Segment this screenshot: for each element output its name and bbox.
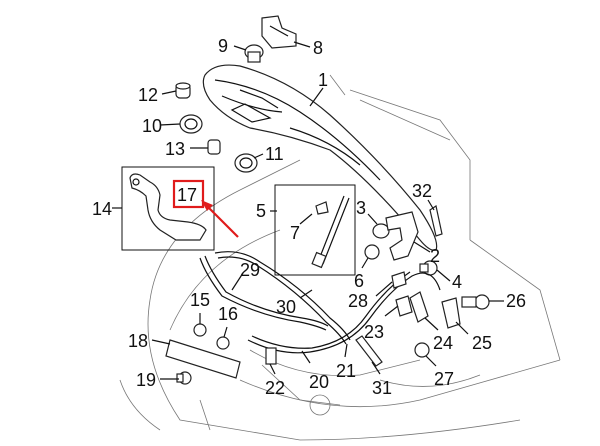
part-19-bolt bbox=[176, 371, 192, 385]
callout-14: 14 bbox=[92, 199, 112, 219]
callout-32: 32 bbox=[412, 181, 432, 201]
leader-lines bbox=[112, 41, 504, 380]
part-3-bumper bbox=[372, 223, 390, 239]
callout-12: 12 bbox=[138, 85, 158, 105]
part-5-box bbox=[274, 184, 356, 276]
part-14-box bbox=[121, 166, 215, 251]
callout-31: 31 bbox=[372, 378, 392, 398]
callout-24: 24 bbox=[433, 333, 453, 353]
part-23-lever bbox=[395, 295, 413, 317]
callout-29: 29 bbox=[240, 260, 260, 280]
part-24-latch bbox=[409, 291, 429, 323]
part-13-clip bbox=[207, 139, 221, 155]
callout-8: 8 bbox=[313, 38, 323, 58]
part-31-rod bbox=[355, 335, 383, 367]
part-27-bolt bbox=[414, 342, 430, 358]
car-body-outline bbox=[119, 74, 561, 441]
cable-assembly bbox=[247, 271, 441, 354]
hood-panel bbox=[202, 64, 438, 251]
callout-19: 19 bbox=[136, 370, 156, 390]
callout-26: 26 bbox=[506, 291, 526, 311]
highlight-box bbox=[172, 179, 205, 209]
callout-20: 20 bbox=[309, 372, 329, 392]
callout-18: 18 bbox=[128, 331, 148, 351]
callout-9: 9 bbox=[218, 36, 228, 56]
part-25-latch bbox=[441, 297, 461, 329]
part-30-seal bbox=[199, 255, 329, 331]
highlight-arrow-line bbox=[205, 204, 239, 238]
callout-7: 7 bbox=[290, 223, 300, 243]
part-32-bracket bbox=[429, 205, 443, 237]
callout-28: 28 bbox=[348, 291, 368, 311]
callout-25: 25 bbox=[472, 333, 492, 353]
callout-labels: 1 2 3 4 5 6 7 8 9 10 11 12 13 14 15 16 1… bbox=[92, 36, 526, 398]
highlight-arrowhead bbox=[201, 200, 213, 211]
callout-17: 17 bbox=[177, 185, 197, 205]
part-22-handle bbox=[265, 347, 277, 365]
callout-16: 16 bbox=[218, 304, 238, 324]
part-8-bracket bbox=[261, 15, 297, 49]
callout-23: 23 bbox=[364, 322, 384, 342]
callout-30: 30 bbox=[276, 297, 296, 317]
part-6-bolt bbox=[364, 244, 380, 260]
part-29-seal bbox=[214, 251, 351, 345]
callout-13: 13 bbox=[165, 139, 185, 159]
callout-4: 4 bbox=[452, 272, 462, 292]
callout-2: 2 bbox=[430, 246, 440, 266]
callout-10: 10 bbox=[142, 116, 162, 136]
callout-3: 3 bbox=[356, 198, 366, 218]
part-12-cap bbox=[175, 82, 191, 99]
part-18-plate bbox=[165, 339, 241, 379]
callout-27: 27 bbox=[434, 369, 454, 389]
part-15-bolt bbox=[193, 323, 207, 337]
part-26-bolt bbox=[461, 294, 490, 310]
part-10-grommet bbox=[179, 114, 203, 134]
callout-21: 21 bbox=[336, 361, 356, 381]
part-28-clip bbox=[391, 271, 407, 289]
part-16-bolt bbox=[216, 336, 230, 350]
callout-11: 11 bbox=[265, 144, 284, 164]
callout-22: 22 bbox=[265, 378, 285, 398]
part-11-grommet bbox=[234, 153, 258, 173]
callout-15: 15 bbox=[190, 290, 210, 310]
callout-1: 1 bbox=[318, 70, 328, 90]
part-2-hinge bbox=[385, 211, 419, 261]
callout-6: 6 bbox=[354, 271, 364, 291]
part-9-bumper bbox=[244, 44, 264, 63]
callout-5: 5 bbox=[256, 201, 266, 221]
highlight-17 bbox=[172, 179, 239, 238]
